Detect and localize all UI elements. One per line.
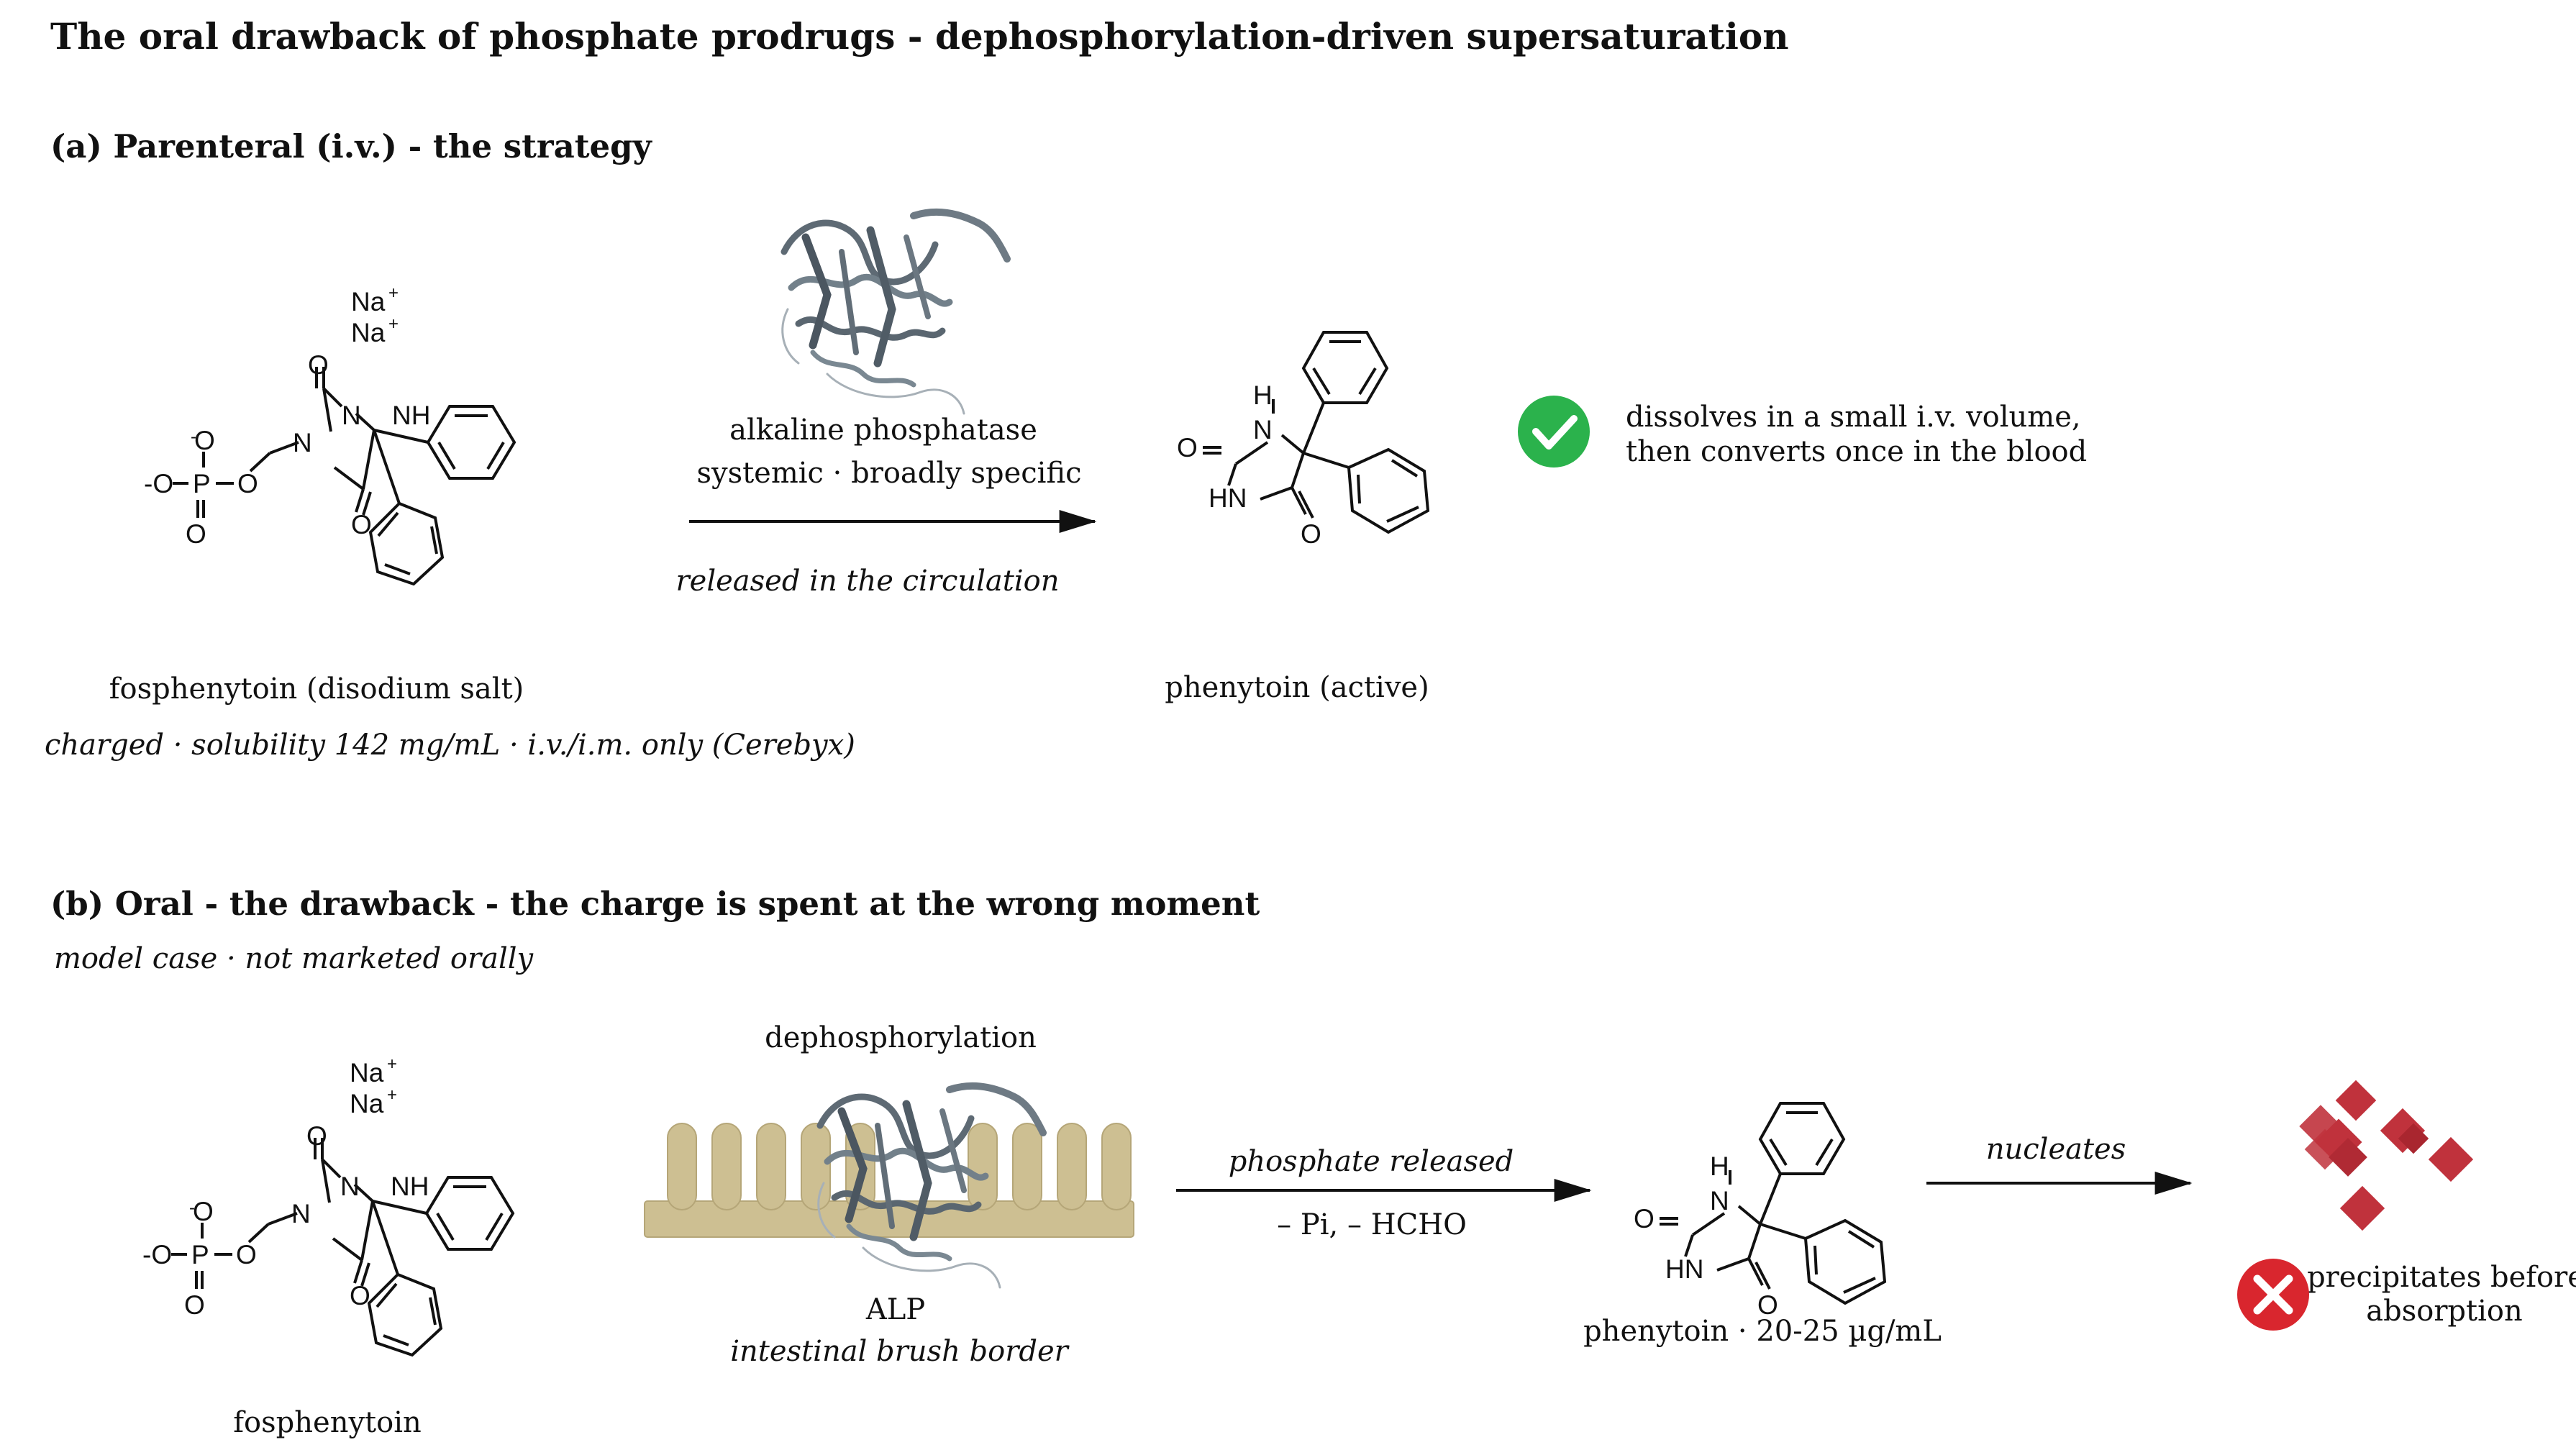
figure-title: The oral drawback of phosphate prodrugs … — [50, 15, 1789, 58]
panel-a-phenytoin-structure — [1177, 331, 1429, 549]
check-circle-icon — [1518, 396, 1590, 467]
precipitate-crystals — [2299, 1080, 2474, 1231]
panel-a-outcome-line2: then converts once in the blood — [1626, 435, 2088, 468]
panel-a-reactant-name: fosphenytoin (disodium salt) — [109, 672, 524, 706]
panel-b-enzyme-name: ALP — [865, 1293, 926, 1326]
panel-b-heading: (b) Oral - the drawback - the charge is … — [50, 885, 1260, 923]
panel-b-outcome-line2: absorption — [2366, 1295, 2523, 1328]
panel-b-fosphenytoin-structure — [142, 1054, 514, 1356]
panel-a-product-name: phenytoin (active) — [1165, 671, 1429, 704]
panel-a-enzyme-name: alkaline phosphatase — [729, 414, 1037, 447]
panel-b-phenytoin-structure — [1634, 1102, 1886, 1320]
panel-b-reactant-name: fosphenytoin — [233, 1406, 422, 1439]
panel-a-enzyme-protein — [783, 212, 1007, 414]
panel-b-arrow1-above: phosphate released — [1228, 1145, 1514, 1178]
panel-b-outcome-line1: precipitates before — [2307, 1261, 2576, 1294]
panel-a-heading: (a) Parenteral (i.v.) - the strategy — [50, 127, 652, 165]
panel-a-fosphenytoin-structure — [144, 283, 516, 585]
panel-a-outcome-line1: dissolves in a small i.v. volume, — [1626, 401, 2081, 434]
panel-b-subheading: model case · not marketed orally — [54, 942, 534, 975]
panel-a-arrow-caption: released in the circulation — [675, 565, 1060, 598]
x-circle-icon — [2237, 1259, 2309, 1331]
brush-border-villi — [644, 1123, 1134, 1238]
panel-b-arrow2-above: nucleates — [1985, 1133, 2126, 1166]
panel-b-enzyme-site: intestinal brush border — [730, 1335, 1068, 1368]
panel-b-product-name: phenytoin · 20-25 µg/mL — [1583, 1315, 1942, 1348]
panel-a-enzyme-specificity: systemic · broadly specific — [696, 457, 1082, 490]
panel-b-arrow1-below: – Pi, – HCHO — [1277, 1208, 1467, 1241]
panel-b-enzyme-process: dephosphorylation — [765, 1021, 1037, 1054]
panel-a-reactant-note: charged · solubility 142 mg/mL · i.v./i.… — [45, 729, 855, 762]
